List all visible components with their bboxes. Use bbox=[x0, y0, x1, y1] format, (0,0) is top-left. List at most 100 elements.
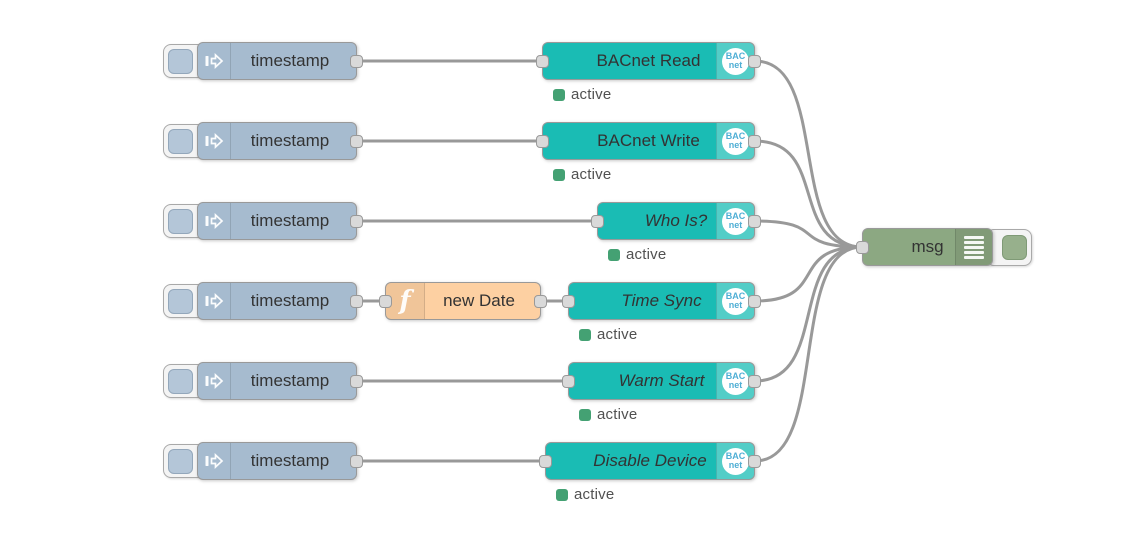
input-port[interactable] bbox=[379, 295, 392, 308]
status-dot-icon bbox=[553, 88, 565, 101]
output-port[interactable] bbox=[350, 55, 363, 68]
status-text: active bbox=[571, 166, 612, 183]
status-text: active bbox=[571, 86, 612, 103]
bacnet-logo-icon: BAC net bbox=[722, 127, 749, 155]
bacnet-icon-section: BAC net bbox=[716, 363, 754, 399]
node-status: active bbox=[579, 326, 637, 343]
bacnet-icon-section: BAC net bbox=[716, 43, 754, 79]
bacnet-write-node[interactable]: BACnet Write BAC net active bbox=[536, 122, 761, 183]
inject-button-face bbox=[168, 48, 193, 74]
status-text: active bbox=[574, 486, 615, 503]
bacnet-read-node[interactable]: BACnet Read BAC net active bbox=[536, 42, 761, 103]
input-port[interactable] bbox=[562, 295, 575, 308]
output-port[interactable] bbox=[350, 455, 363, 468]
output-port[interactable] bbox=[748, 295, 761, 308]
inject-arrow-icon bbox=[205, 133, 224, 149]
wire[interactable] bbox=[753, 219, 864, 249]
status-dot-icon bbox=[579, 328, 591, 341]
wire[interactable] bbox=[753, 245, 864, 383]
status-dot-icon bbox=[608, 248, 620, 261]
function-node-new-date[interactable]: f new Date bbox=[379, 282, 547, 320]
status-dot-icon bbox=[556, 488, 568, 501]
function-icon-section: f bbox=[386, 283, 425, 319]
node-label: timestamp bbox=[250, 291, 330, 310]
output-port[interactable] bbox=[350, 215, 363, 228]
debug-list-icon bbox=[964, 235, 984, 259]
node-label: timestamp bbox=[250, 371, 330, 390]
input-port[interactable] bbox=[536, 55, 549, 68]
node-label: Warm Start bbox=[618, 371, 705, 390]
wire[interactable] bbox=[753, 139, 864, 249]
output-port[interactable] bbox=[350, 375, 363, 388]
node-label: Who Is? bbox=[644, 211, 708, 230]
inject-node-2[interactable]: timestamp bbox=[197, 122, 363, 160]
inject-arrow-icon bbox=[205, 373, 224, 389]
debug-toggle-face bbox=[1002, 234, 1027, 260]
node-label: Time Sync bbox=[621, 291, 702, 310]
node-status: active bbox=[553, 166, 611, 183]
output-port[interactable] bbox=[534, 295, 547, 308]
status-text: active bbox=[597, 326, 638, 343]
output-port[interactable] bbox=[350, 295, 363, 308]
bacnet-time-sync-node[interactable]: Time Sync BAC net active bbox=[562, 282, 761, 343]
bacnet-logo-icon: BAC net bbox=[722, 447, 749, 475]
inject-node-6[interactable]: timestamp bbox=[197, 442, 363, 480]
function-f-icon: f bbox=[399, 286, 411, 316]
output-port[interactable] bbox=[748, 55, 761, 68]
output-port[interactable] bbox=[748, 135, 761, 148]
bacnet-logo-icon: BAC net bbox=[722, 287, 749, 315]
node-label: BACnet Write bbox=[597, 131, 700, 150]
input-port[interactable] bbox=[591, 215, 604, 228]
node-status: active bbox=[556, 486, 614, 503]
inject-node-1[interactable]: timestamp bbox=[197, 42, 363, 80]
wire[interactable] bbox=[753, 245, 864, 303]
wire[interactable] bbox=[753, 245, 864, 463]
inject-arrow-icon bbox=[205, 53, 224, 69]
debug-toggle-button[interactable] bbox=[986, 229, 1032, 266]
status-text: active bbox=[597, 406, 638, 423]
output-port[interactable] bbox=[748, 215, 761, 228]
bacnet-icon-section: BAC net bbox=[716, 123, 754, 159]
bacnet-icon-section: BAC net bbox=[716, 443, 754, 479]
inject-node-5[interactable]: timestamp bbox=[197, 362, 363, 400]
output-port[interactable] bbox=[748, 455, 761, 468]
bacnet-who-is-node[interactable]: Who Is? BAC net active bbox=[591, 202, 761, 263]
node-status: active bbox=[553, 86, 611, 103]
output-port[interactable] bbox=[748, 375, 761, 388]
node-label: timestamp bbox=[250, 51, 330, 70]
inject-icon-section bbox=[198, 443, 231, 479]
status-dot-icon bbox=[579, 408, 591, 421]
inject-node-3[interactable]: timestamp bbox=[197, 202, 363, 240]
inject-arrow-icon bbox=[205, 293, 224, 309]
node-label: Disable Device bbox=[593, 451, 707, 470]
inject-node-4[interactable]: timestamp bbox=[197, 282, 363, 320]
input-port[interactable] bbox=[536, 135, 549, 148]
input-port[interactable] bbox=[539, 455, 552, 468]
inject-icon-section bbox=[198, 123, 231, 159]
bacnet-logo-icon: BAC net bbox=[722, 367, 749, 395]
inject-icon-section bbox=[198, 363, 231, 399]
input-port[interactable] bbox=[856, 241, 869, 254]
output-port[interactable] bbox=[350, 135, 363, 148]
status-dot-icon bbox=[553, 168, 565, 181]
input-port[interactable] bbox=[562, 375, 575, 388]
bacnet-warm-start-node[interactable]: Warm Start BAC net active bbox=[562, 362, 761, 423]
node-label: timestamp bbox=[250, 131, 330, 150]
node-status: active bbox=[608, 246, 666, 263]
debug-node-msg[interactable]: msg bbox=[856, 228, 993, 266]
node-status: active bbox=[579, 406, 637, 423]
debug-icon-section bbox=[955, 229, 992, 265]
node-label: timestamp bbox=[250, 451, 330, 470]
bacnet-logo-icon: BAC net bbox=[722, 207, 749, 235]
inject-icon-section bbox=[198, 203, 231, 239]
node-label: new Date bbox=[443, 291, 515, 310]
bacnet-icon-section: BAC net bbox=[716, 203, 754, 239]
inject-button-face bbox=[168, 128, 193, 154]
node-label: msg bbox=[911, 237, 944, 256]
node-label: BACnet Read bbox=[596, 51, 701, 70]
bacnet-disable-device-node[interactable]: Disable Device BAC net active bbox=[539, 442, 761, 503]
bacnet-logo-icon: BAC net bbox=[722, 47, 749, 75]
wire[interactable] bbox=[753, 59, 864, 249]
